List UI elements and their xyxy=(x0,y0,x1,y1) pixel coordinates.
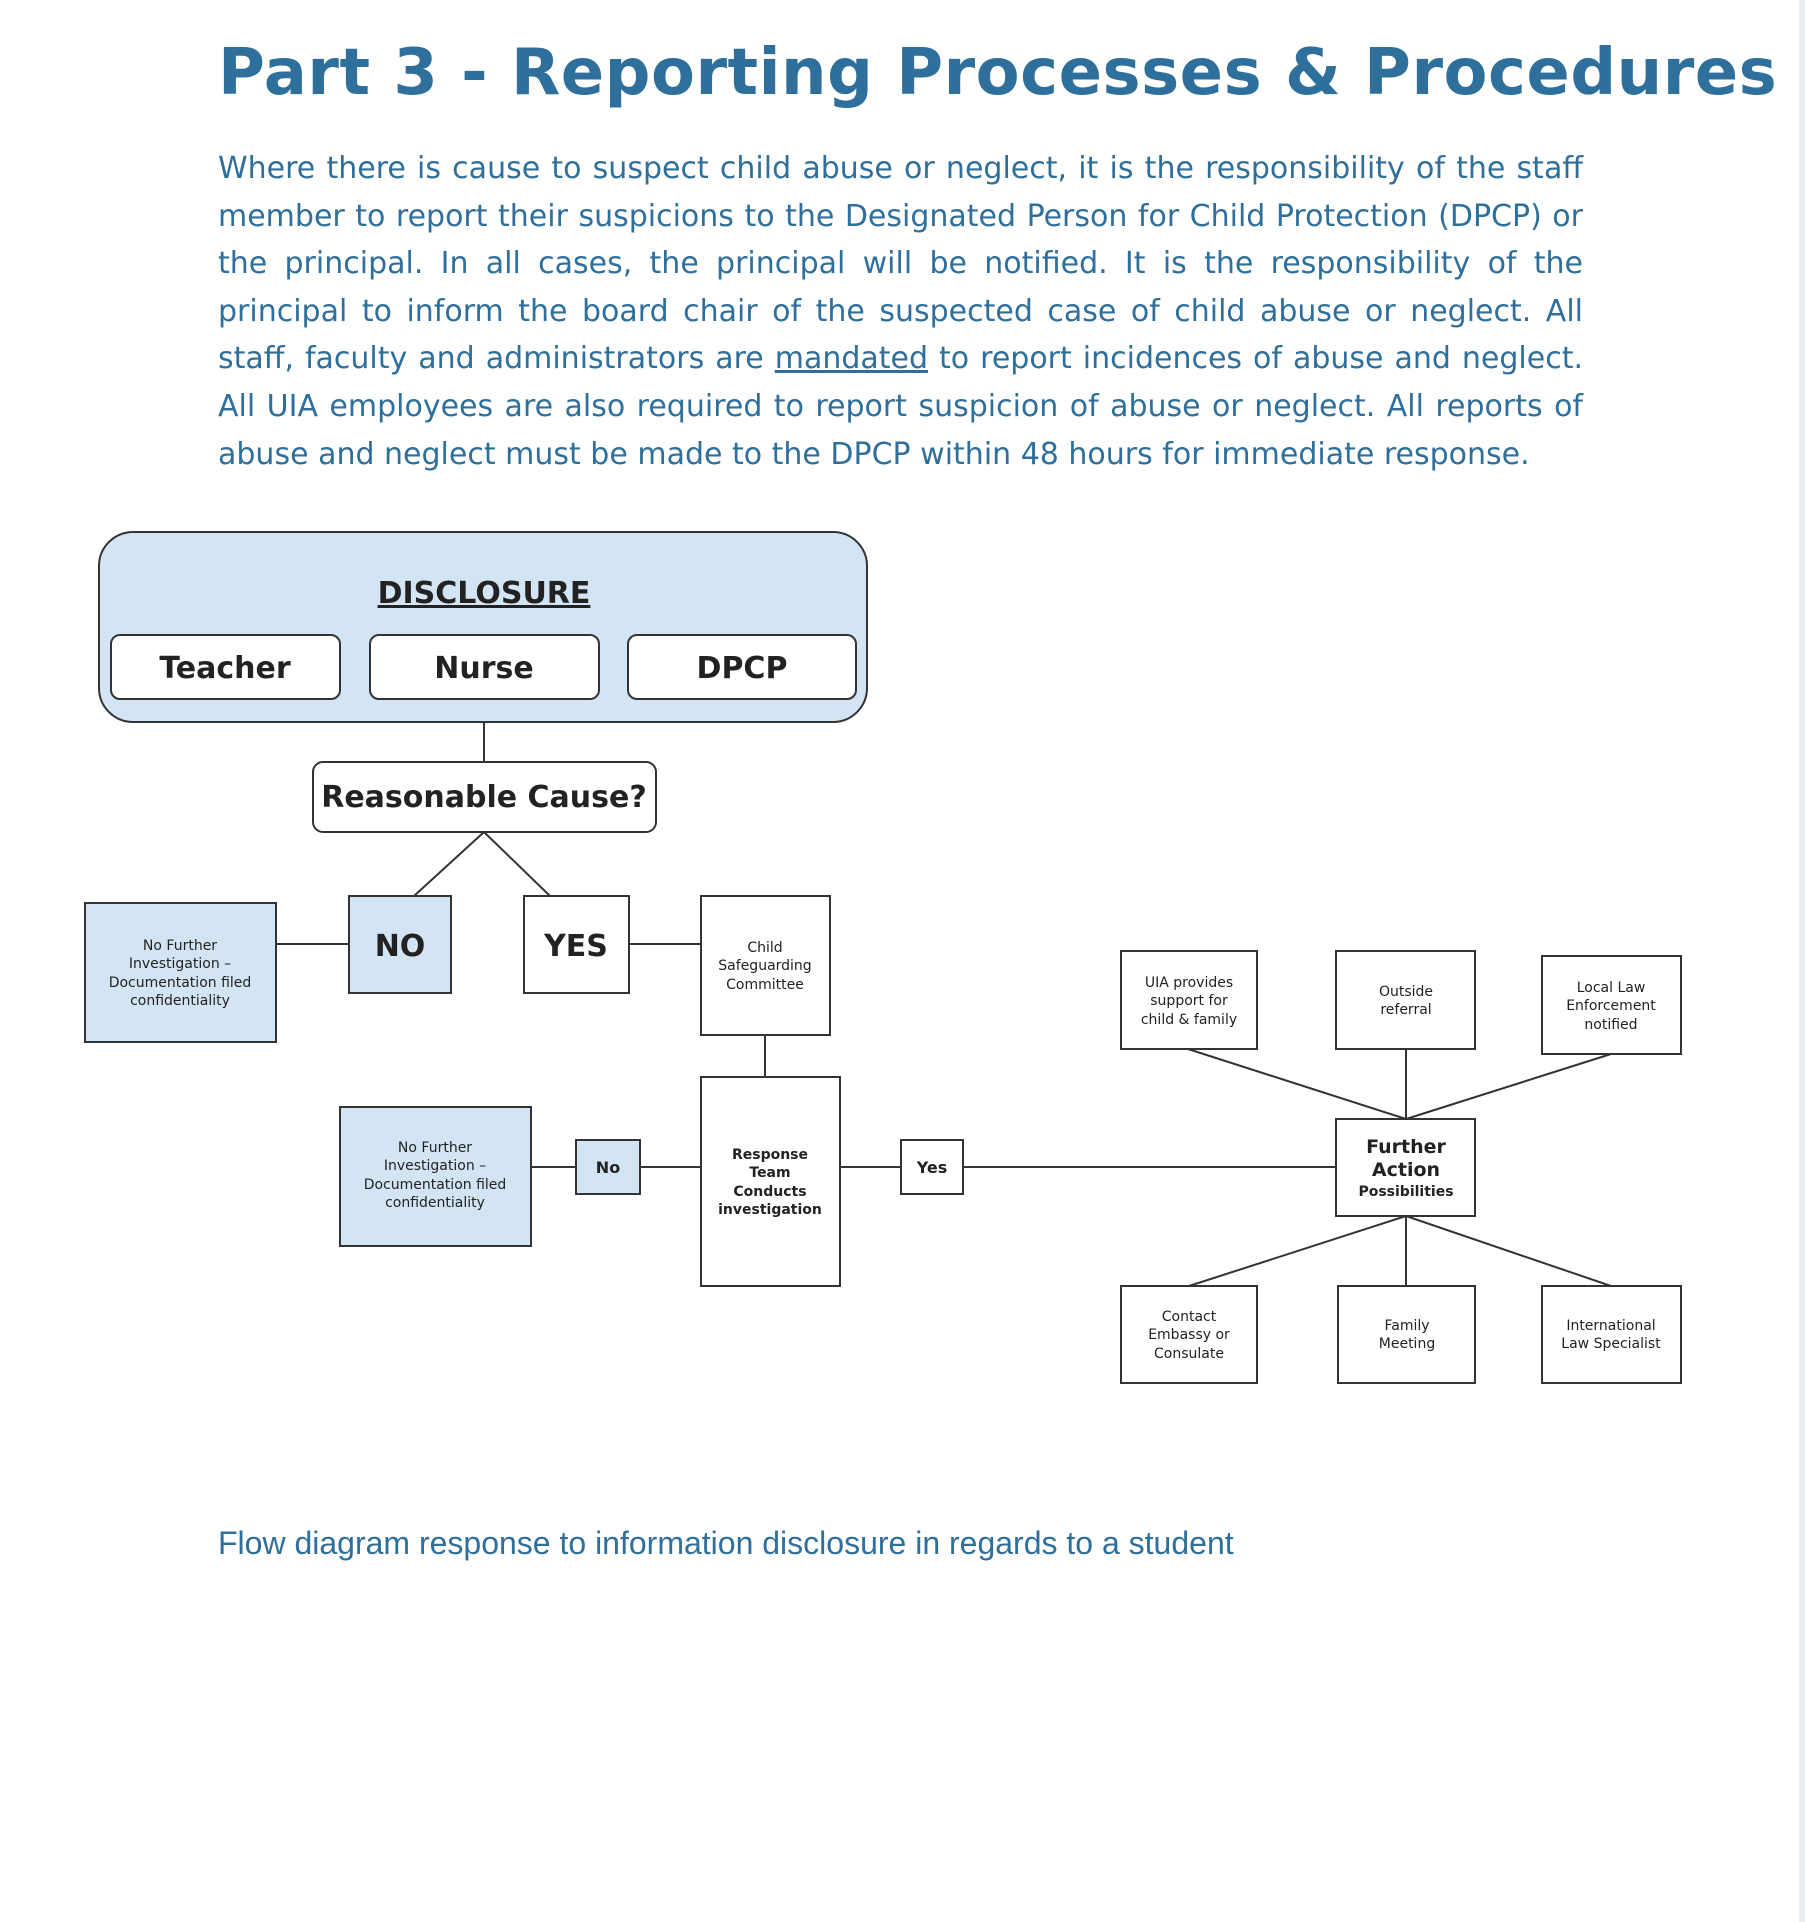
action-embassy: Contact Embassy or Consulate xyxy=(1120,1285,1258,1384)
svg-text:Meeting: Meeting xyxy=(1379,1336,1435,1352)
svg-text:Family: Family xyxy=(1384,1318,1429,1334)
svg-text:child & family: child & family xyxy=(1141,1012,1237,1028)
further-action-line2: Action xyxy=(1372,1159,1440,1181)
yes-box xyxy=(523,895,630,994)
investigation-yes-label: Yes xyxy=(916,1158,948,1177)
svg-text:notified: notified xyxy=(1584,1017,1637,1033)
action-outside-referral: Outside referral xyxy=(1335,950,1476,1050)
svg-text:Team: Team xyxy=(749,1165,790,1181)
further-action-line3: Possibilities xyxy=(1358,1184,1453,1200)
svg-text:investigation: investigation xyxy=(718,1202,822,1218)
no-box xyxy=(348,895,452,994)
svg-text:Documentation filed: Documentation filed xyxy=(109,975,252,991)
svg-text:No Further: No Further xyxy=(398,1140,472,1156)
yes-label: YES xyxy=(543,929,608,964)
intro-underlined-word: mandated xyxy=(774,341,929,377)
svg-text:International: International xyxy=(1566,1318,1655,1334)
svg-text:Local Law: Local Law xyxy=(1577,980,1646,996)
svg-text:support for: support for xyxy=(1150,993,1228,1009)
svg-text:UIA provides: UIA provides xyxy=(1145,975,1233,991)
action-support: UIA provides support for child & family xyxy=(1120,950,1258,1050)
committee-text: Child Safeguarding Committee xyxy=(718,940,811,993)
page-edge xyxy=(1799,0,1805,1922)
investigation-box xyxy=(700,1076,841,1287)
no-label: NO xyxy=(375,929,426,964)
question-label: Reasonable Cause? xyxy=(321,780,647,815)
action-international-law: International Law Specialist xyxy=(1541,1285,1682,1384)
source-dpcp: DPCP xyxy=(697,651,788,686)
svg-text:No Further: No Further xyxy=(143,938,217,954)
investigation-text: Response Team Conducts investigation xyxy=(718,1147,822,1218)
action-family-meeting: Family Meeting xyxy=(1337,1285,1476,1384)
svg-text:Response: Response xyxy=(732,1147,808,1163)
investigation-no-box xyxy=(575,1139,641,1195)
svg-text:Documentation filed: Documentation filed xyxy=(364,1177,507,1193)
svg-text:Embassy or: Embassy or xyxy=(1148,1327,1230,1343)
source-nurse: Nurse xyxy=(434,651,533,686)
no-outcome-text: No Further Investigation – Documentation… xyxy=(109,938,252,1009)
svg-text:Conducts: Conducts xyxy=(733,1184,806,1200)
svg-text:Consulate: Consulate xyxy=(1154,1346,1224,1362)
figure-caption: Flow diagram response to information dis… xyxy=(218,1525,1234,1561)
committee-box xyxy=(700,895,831,1036)
intro-paragraph: Where there is cause to suspect child ab… xyxy=(218,145,1583,478)
second-no-outcome-box xyxy=(339,1106,532,1247)
svg-text:Investigation –: Investigation – xyxy=(129,956,231,972)
investigation-yes-box xyxy=(900,1139,964,1195)
source-teacher: Teacher xyxy=(159,651,291,686)
second-no-outcome-text: No Further Investigation – Documentation… xyxy=(364,1140,507,1211)
svg-text:Contact: Contact xyxy=(1162,1309,1217,1325)
disclosure-group: DISCLOSURE Teacher Nurse DPCP xyxy=(98,531,868,723)
svg-text:Outside: Outside xyxy=(1379,984,1433,1000)
svg-text:Child: Child xyxy=(747,940,782,956)
connector-lines xyxy=(276,722,1612,1287)
further-action-line1: Further xyxy=(1366,1136,1446,1158)
question-box xyxy=(312,761,657,833)
svg-text:Committee: Committee xyxy=(726,977,804,993)
svg-text:Investigation –: Investigation – xyxy=(384,1158,486,1174)
svg-text:confidentiality: confidentiality xyxy=(385,1195,485,1211)
intro-text-end: to report incidences of abuse and neglec… xyxy=(218,341,1583,472)
further-action-box xyxy=(1335,1118,1476,1217)
svg-text:Law Specialist: Law Specialist xyxy=(1561,1336,1661,1352)
investigation-no-label: No xyxy=(596,1158,620,1177)
intro-text-start: Where there is cause to suspect child ab… xyxy=(218,151,1583,377)
action-law-enforcement: Local Law Enforcement notified xyxy=(1541,955,1682,1055)
svg-text:confidentiality: confidentiality xyxy=(130,993,230,1009)
svg-text:referral: referral xyxy=(1380,1002,1431,1018)
no-outcome-box xyxy=(84,902,277,1043)
page-title: Part 3 - Reporting Processes & Procedure… xyxy=(218,36,1778,110)
svg-text:Safeguarding: Safeguarding xyxy=(718,958,811,974)
svg-text:Enforcement: Enforcement xyxy=(1566,998,1656,1014)
disclosure-heading: DISCLOSURE xyxy=(378,576,591,611)
